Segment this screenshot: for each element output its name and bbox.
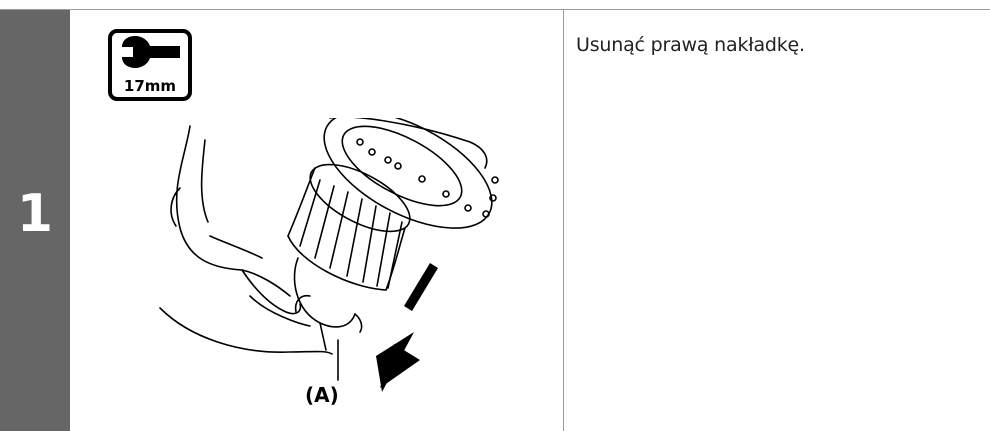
tool-size-label: 17mm bbox=[124, 77, 176, 95]
top-rule bbox=[0, 9, 990, 10]
step-number: 1 bbox=[16, 184, 54, 244]
column-divider bbox=[563, 10, 564, 431]
callout-label-a: (A) bbox=[305, 383, 339, 407]
wrench-icon: 17mm bbox=[108, 29, 192, 101]
instruction-text: Usunąć prawą nakładkę. bbox=[576, 34, 805, 56]
step-sidebar: 1 bbox=[0, 10, 70, 431]
hub-illustration bbox=[159, 118, 499, 392]
